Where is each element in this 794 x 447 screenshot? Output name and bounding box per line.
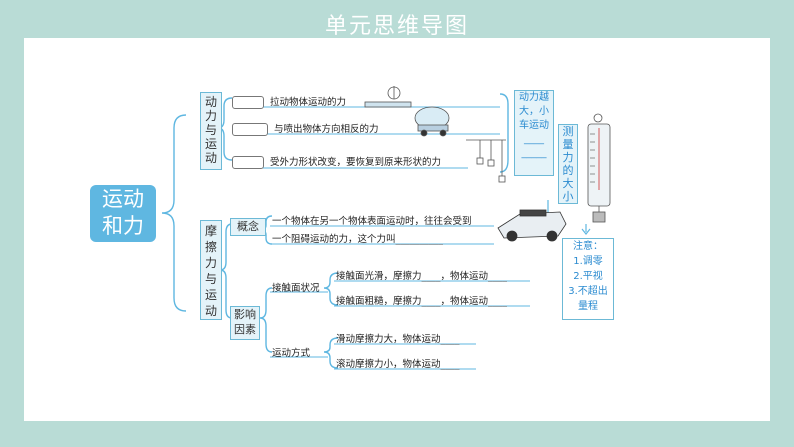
answer-box-3[interactable]: [232, 156, 264, 169]
concept-tag-text: 概念: [237, 220, 259, 233]
concept-line-2: 一个阻碍运动的力，这个力叫__________: [272, 234, 444, 245]
force-item-1: 拉动物体运动的力: [232, 94, 346, 109]
page-title: 单元思维导图: [324, 14, 469, 39]
spring-scale-illustration: [587, 113, 611, 223]
friction-label: 摩擦力与运动: [200, 220, 222, 320]
force-motion-label: 动力与运动: [200, 92, 222, 170]
spring-illustration: [466, 139, 506, 183]
balloon-car-illustration: [414, 106, 450, 137]
force-item-3: 受外力形状改变，要恢复到原来形状的力: [232, 154, 441, 169]
note-line-1: 动力越: [519, 92, 549, 103]
measure-force-label: 测量力的大小: [558, 124, 578, 204]
caution-item-1: 1.调零: [573, 256, 603, 267]
force-motion-label-text: 动力与运动: [204, 95, 217, 165]
root-node: 运动 和力: [90, 185, 156, 242]
friction-label-text: 摩擦力与运动: [204, 224, 217, 318]
factors-tag-text: 影响因素: [234, 308, 256, 336]
caution-title: 注意：: [573, 241, 603, 252]
note-line-4: ____: [524, 134, 544, 145]
motion-label: 运动方式: [272, 348, 311, 359]
motion-item-2: 滚动摩擦力小，物体运动____: [336, 359, 460, 370]
concept-line-1: 一个物体在另一个物体表面运动时，往往会受到: [272, 216, 472, 227]
force-item-2: 与喷出物体方向相反的力: [232, 121, 379, 136]
factors-tag: 影响因素: [230, 306, 260, 340]
answer-box-1[interactable]: [232, 96, 264, 109]
contact-label: 接触面状况: [272, 283, 320, 294]
force-item-2-text: 与喷出物体方向相反的力: [274, 124, 379, 135]
note-line-2: 大，小: [519, 106, 549, 117]
note-line-3: 车运动: [519, 120, 549, 131]
measure-force-text: 测量力的大小: [562, 125, 574, 203]
race-car-illustration: [497, 209, 567, 242]
answer-box-2[interactable]: [232, 123, 268, 136]
caution-box: 注意： 1.调零 2.平视 3.不超出 量程: [562, 238, 614, 320]
root-line-1: 运动: [102, 187, 144, 211]
caution-item-3: 3.不超出: [568, 286, 608, 297]
caution-item-2: 2.平视: [573, 271, 603, 282]
force-item-1-text: 拉动物体运动的力: [270, 97, 347, 108]
note-line-5: _____: [521, 148, 547, 159]
motion-item-1: 滑动摩擦力大，物体运动____: [336, 334, 460, 345]
cart-illustration: [364, 86, 412, 108]
caution-item-4: 量程: [578, 301, 598, 312]
contact-item-2: 接触面粗糙，摩擦力____，物体运动____: [336, 296, 508, 307]
motion-effect-note: 动力越 大，小 车运动 ____ _____: [514, 90, 554, 176]
force-item-3-text: 受外力形状改变，要恢复到原来形状的力: [270, 157, 442, 168]
concept-tag: 概念: [230, 218, 266, 236]
contact-item-1: 接触面光滑，摩擦力____，物体运动____: [336, 271, 508, 282]
root-line-2: 和力: [102, 214, 144, 238]
